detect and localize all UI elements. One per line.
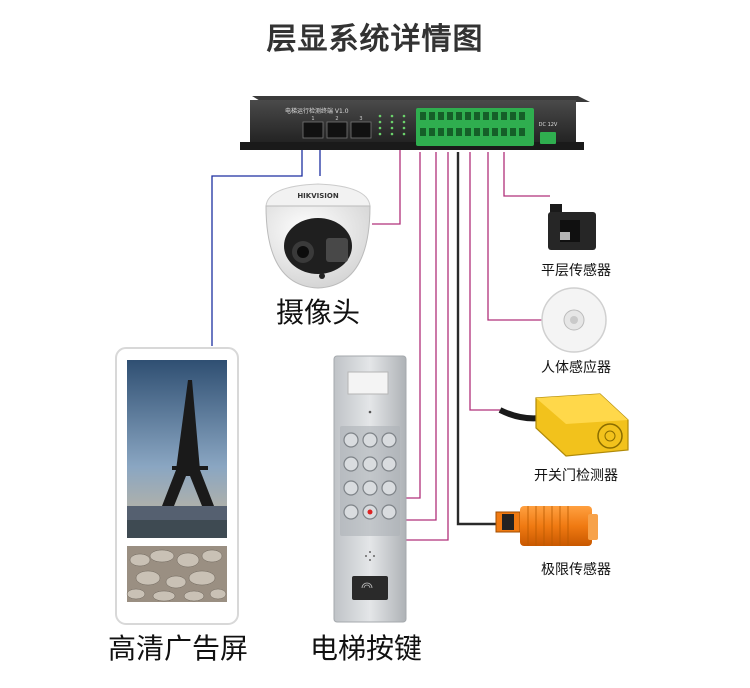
wire-body <box>487 152 542 321</box>
wire-camera <box>372 150 401 225</box>
ethernet-port-2[interactable] <box>326 121 348 139</box>
door-sensor <box>498 393 629 457</box>
floor-button[interactable] <box>381 480 397 496</box>
floor-button[interactable] <box>362 456 378 472</box>
port-number-2: 2 <box>335 116 338 122</box>
sensor-label-limit: 极限传感器 <box>541 561 611 578</box>
controller-unit: 电梯运行检测终端 V1.0 1 2 3 <box>240 96 590 150</box>
power-label: DC 12V <box>539 122 558 128</box>
camera-label: 摄像头 <box>276 296 360 329</box>
wire-door <box>469 152 500 411</box>
floor-button[interactable] <box>343 504 359 520</box>
floor-button[interactable] <box>343 480 359 496</box>
ad-screen <box>115 347 239 625</box>
page-title: 层显系统详情图 <box>266 22 484 57</box>
wire-limit <box>456 152 496 526</box>
ethernet-ports: 1 2 3 <box>302 116 372 139</box>
floor-button[interactable] <box>381 504 397 520</box>
floor-button[interactable] <box>381 456 397 472</box>
sensor-label-leveling: 平层传感器 <box>541 262 611 279</box>
wires <box>211 150 550 541</box>
body-sensor <box>541 287 607 353</box>
screen-label: 高清广告屏 <box>108 632 248 665</box>
floor-button[interactable] <box>343 456 359 472</box>
leveling-sensor <box>548 204 596 250</box>
sensor-label-body: 人体感应器 <box>541 359 611 376</box>
buttons-label: 电梯按键 <box>310 632 422 665</box>
limit-sensor <box>495 506 598 546</box>
power-terminal[interactable] <box>540 132 556 144</box>
terminal-blocks: DC 12V <box>416 108 558 146</box>
keypad <box>343 432 397 520</box>
camera-brand: HIKVISION <box>297 192 339 200</box>
wire-buttons-3 <box>406 152 449 541</box>
button-panel <box>333 355 407 623</box>
controller-label: 电梯运行检测终端 V1.0 <box>285 107 349 115</box>
floor-button[interactable] <box>343 432 359 448</box>
wire-buttons-2 <box>406 152 437 521</box>
port-number-1: 1 <box>311 116 314 122</box>
wire-buttons-1 <box>406 152 421 499</box>
ethernet-port-1[interactable] <box>302 121 324 139</box>
floor-button[interactable] <box>362 480 378 496</box>
wire-screen <box>211 150 303 346</box>
dome-camera: HIKVISION <box>265 183 371 289</box>
ethernet-port-3[interactable] <box>350 121 372 139</box>
floor-button[interactable] <box>381 432 397 448</box>
floor-button[interactable] <box>362 432 378 448</box>
sensor-label-door: 开关门检测器 <box>534 468 618 484</box>
wire-leveling <box>503 152 550 197</box>
status-leds <box>378 114 406 136</box>
port-number-3: 3 <box>359 116 362 122</box>
speaker-grille <box>365 551 375 561</box>
